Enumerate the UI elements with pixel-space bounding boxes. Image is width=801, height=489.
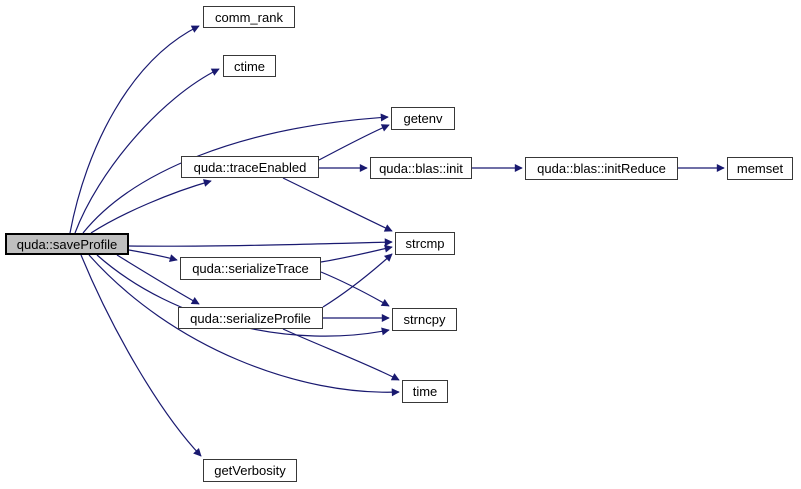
edge-saveProfile-traceEnabled xyxy=(90,179,212,234)
node-ctime[interactable]: ctime xyxy=(223,55,276,77)
edge-serializeProfile-time xyxy=(282,328,400,381)
edge-saveProfile-serializeTrace xyxy=(128,249,178,263)
edge-saveProfile-time xyxy=(88,254,400,397)
edge-saveProfile-getenv xyxy=(82,113,389,234)
edge-saveProfile-strcmp xyxy=(128,238,393,247)
node-comm_rank[interactable]: comm_rank xyxy=(203,6,295,28)
node-serializeProfile[interactable]: quda::serializeProfile xyxy=(178,307,323,329)
node-strncpy[interactable]: strncpy xyxy=(392,308,457,331)
node-strcmp[interactable]: strcmp xyxy=(395,232,455,255)
edge-serializeProfile-strcmp xyxy=(322,253,393,308)
edge-traceEnabled-getenv xyxy=(318,124,390,161)
edge-serializeTrace-strcmp xyxy=(320,244,393,263)
node-blas_init[interactable]: quda::blas::init xyxy=(370,157,472,179)
edge-saveProfile-comm_rank xyxy=(69,25,200,234)
node-initReduce[interactable]: quda::blas::initReduce xyxy=(525,157,678,180)
node-serializeTrace[interactable]: quda::serializeTrace xyxy=(180,257,321,280)
node-getVerbosity[interactable]: getVerbosity xyxy=(203,459,297,482)
node-getenv[interactable]: getenv xyxy=(391,107,455,130)
node-time[interactable]: time xyxy=(402,380,448,403)
edge-serializeTrace-strncpy xyxy=(320,271,390,307)
edge-traceEnabled-strcmp xyxy=(282,177,393,232)
node-saveProfile: quda::saveProfile xyxy=(5,233,129,255)
edge-saveProfile-serializeProfile xyxy=(116,254,200,305)
edge-saveProfile-ctime xyxy=(74,68,220,234)
node-traceEnabled[interactable]: quda::traceEnabled xyxy=(181,156,319,178)
edge-saveProfile-getVerbosity xyxy=(80,254,202,457)
node-memset[interactable]: memset xyxy=(727,157,793,180)
